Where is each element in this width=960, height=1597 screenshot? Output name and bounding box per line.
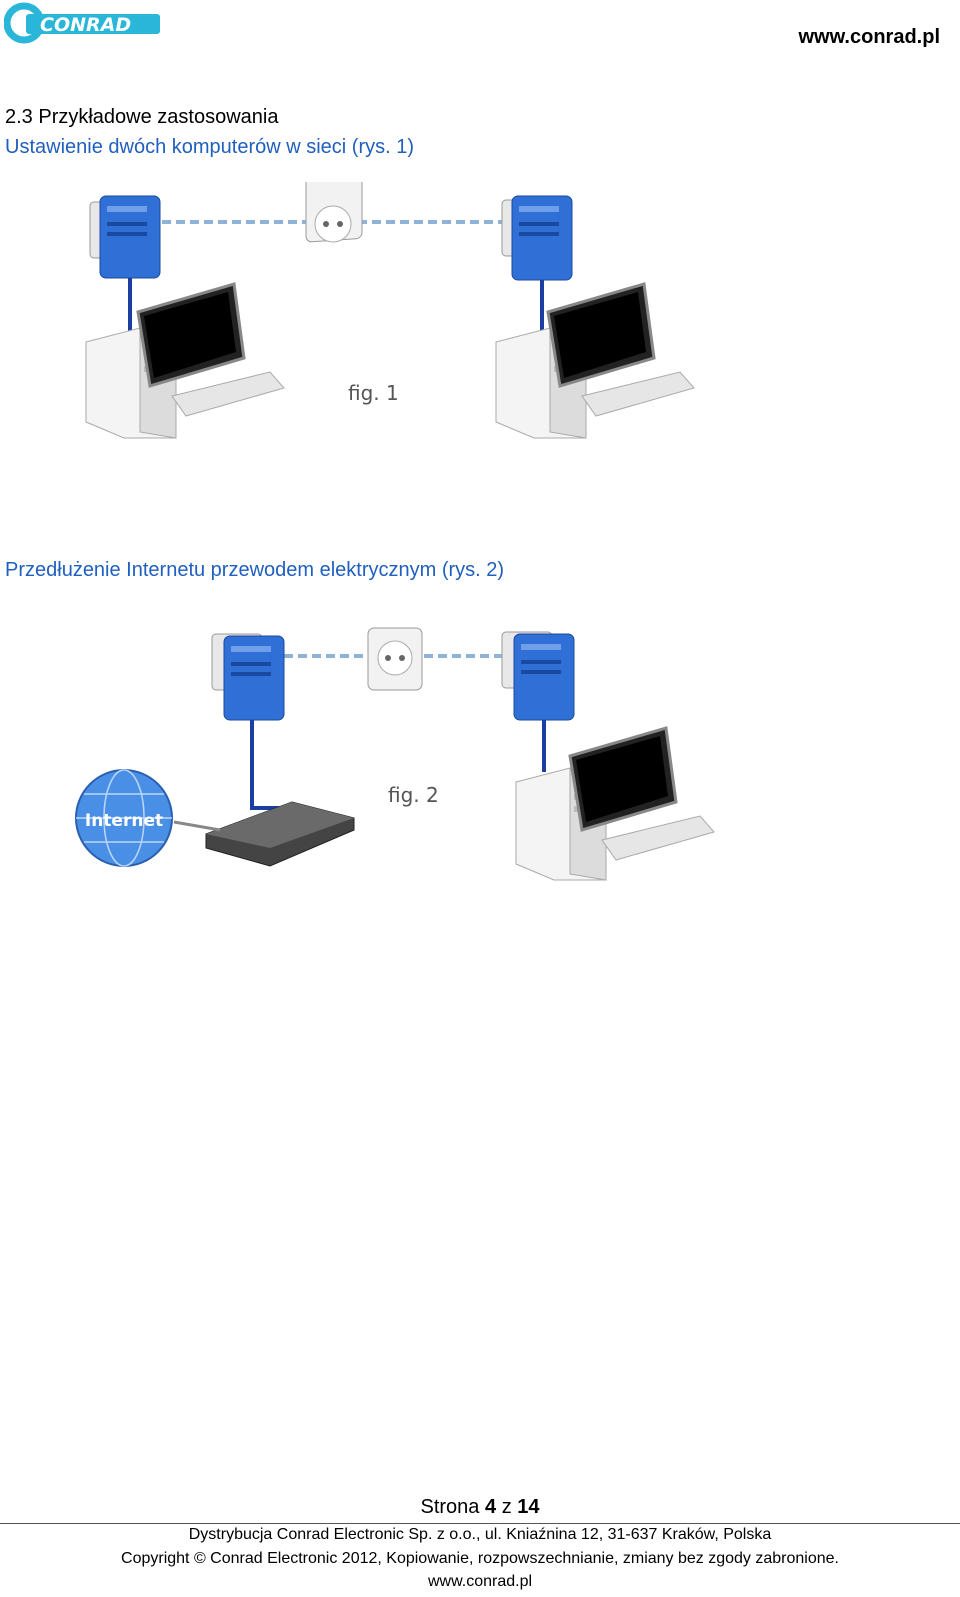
page-sep: z xyxy=(501,1496,512,1518)
figure2-caption: Przedłużenie Internetu przewodem elektry… xyxy=(5,559,505,581)
footer-divider xyxy=(0,1523,960,1524)
computer-right xyxy=(515,726,715,881)
powerline-adapter-right xyxy=(501,631,575,721)
computer-left xyxy=(85,282,285,439)
page-total: 14 xyxy=(517,1496,540,1518)
site-url[interactable]: www.conrad.pl xyxy=(798,26,941,48)
footer-distributor: Dystrybucja Conrad Electronic Sp. z o.o.… xyxy=(188,1526,772,1543)
page-number: 4 xyxy=(485,1496,497,1518)
router xyxy=(173,801,355,867)
figure-2-diagram: Internet fig. 2 xyxy=(75,627,715,881)
footer-copyright: Copyright © Conrad Electronic 2012, Kopi… xyxy=(121,1550,839,1567)
internet-globe-icon: Internet xyxy=(75,769,173,867)
powerline-adapter-right xyxy=(501,195,573,281)
cable-left xyxy=(250,720,280,810)
wall-socket xyxy=(367,627,423,691)
logo-text: CONRAD xyxy=(40,14,131,36)
page-indicator: Strona 4 z 14 xyxy=(0,1496,960,1519)
computer-right xyxy=(495,282,695,439)
conrad-logo: CONRAD xyxy=(4,2,160,44)
section-heading: 2.3 Przykładowe zastosowania xyxy=(5,106,279,128)
wall-socket xyxy=(305,182,363,243)
footer-url[interactable]: www.conrad.pl xyxy=(427,1573,533,1590)
figure-1-diagram: fig. 1 xyxy=(85,182,695,439)
figure1-caption: Ustawienie dwóch komputerów w sieci (rys… xyxy=(5,136,415,158)
powerline-adapter-left xyxy=(211,633,285,721)
page-prefix: Strona xyxy=(420,1496,480,1518)
globe-label: Internet xyxy=(85,811,163,831)
powerline-adapter-left xyxy=(89,195,161,279)
figure1-label: fig. 1 xyxy=(348,381,399,405)
figure2-label: fig. 2 xyxy=(388,783,439,807)
